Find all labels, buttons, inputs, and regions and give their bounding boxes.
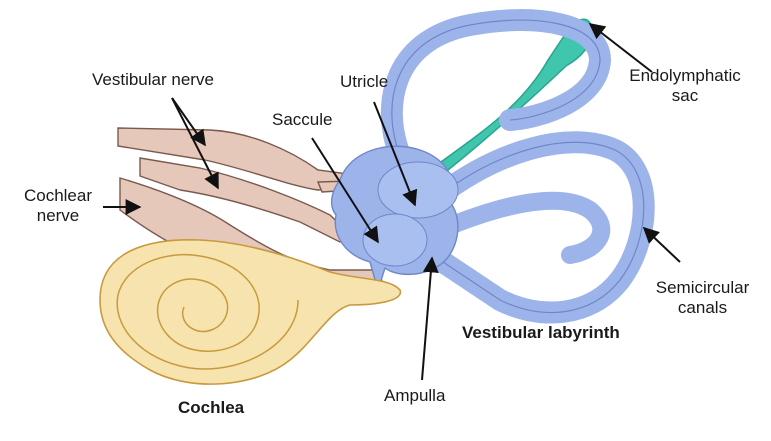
label-ampulla: Ampulla	[384, 386, 445, 406]
label-endolymphatic-line1: Endolymphatic	[620, 66, 750, 86]
label-cochlear-nerve-line1: Cochlear	[8, 186, 108, 206]
label-semicircular-line1: Semicircular	[640, 278, 765, 298]
label-saccule: Saccule	[272, 110, 332, 130]
label-semicircular-canals: Semicircular canals	[640, 278, 765, 318]
label-semicircular-line2: canals	[640, 298, 765, 318]
label-endolymphatic-line2: sac	[620, 86, 750, 106]
label-endolymphatic-sac: Endolymphatic sac	[620, 66, 750, 106]
label-cochlear-nerve-line2: nerve	[8, 206, 108, 226]
label-cochlear-nerve: Cochlear nerve	[8, 186, 108, 226]
label-cochlea: Cochlea	[178, 398, 244, 418]
cochlea	[100, 240, 400, 384]
arrow-semicircular-canals	[644, 228, 680, 262]
label-vestibular-labyrinth: Vestibular labyrinth	[462, 323, 620, 343]
arrow-ampulla	[422, 258, 432, 380]
label-utricle: Utricle	[340, 72, 388, 92]
label-vestibular-nerve: Vestibular nerve	[92, 70, 214, 90]
